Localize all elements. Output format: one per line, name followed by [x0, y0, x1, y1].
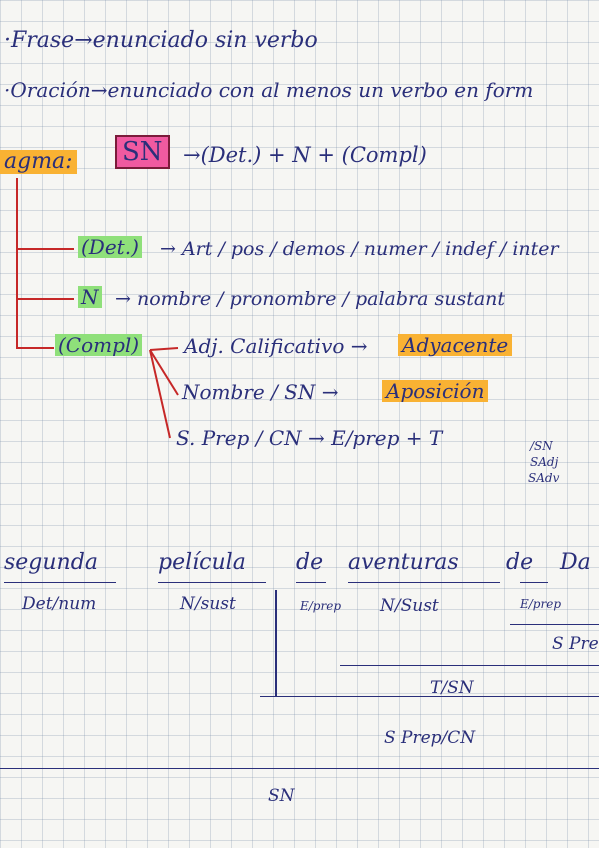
- tag-5: E/prep: [520, 597, 562, 611]
- nombre-result: Aposición: [382, 380, 489, 402]
- sintagma-label: agma:: [0, 150, 77, 174]
- def-oracion: ·Oración→enunciado con al menos un verbo…: [4, 78, 534, 102]
- branch-det: [16, 248, 74, 250]
- tree-trunk: [16, 178, 18, 348]
- def-frase: ·Frase→enunciado sin verbo: [4, 28, 318, 53]
- final-sn: SN: [268, 786, 295, 806]
- t-sub-sadj: SAdj: [530, 455, 559, 469]
- branch-compl: [16, 347, 54, 349]
- det-text: → Art / pos / demos / numer / indef / in…: [160, 238, 559, 260]
- tsn-line: [340, 665, 599, 666]
- tag-1: Det/num: [22, 594, 97, 614]
- underline-3: [296, 582, 326, 583]
- sn-box: SN: [115, 135, 170, 169]
- word-2: película: [158, 550, 246, 575]
- sprep-cn: S Prep/CN: [384, 728, 476, 748]
- compl-adj: Adj. Calificativo →: [184, 334, 368, 358]
- compl-label: (Compl): [55, 334, 143, 356]
- vertical-divider: [275, 590, 277, 696]
- tag-2: N/sust: [180, 594, 236, 614]
- underline-2: [158, 582, 266, 583]
- word-4: aventuras: [348, 550, 459, 575]
- t-sub-sn: /SN: [530, 439, 553, 453]
- sprep-partial-line: [510, 624, 599, 625]
- word-3: de: [296, 550, 324, 575]
- branch-n: [16, 298, 74, 300]
- compl-nombre: Nombre / SN →: [182, 380, 339, 404]
- compl-sprep: S. Prep / CN → E/prep + T: [176, 426, 443, 450]
- t-sub-sadv: SAdv: [528, 471, 560, 485]
- sprep-cn-line: [260, 696, 599, 697]
- word-5: de: [506, 550, 534, 575]
- tag-4: N/Sust: [380, 596, 439, 616]
- det-label: (Det.): [78, 236, 142, 258]
- n-text: → nombre / pronombre / palabra sustant: [115, 288, 506, 310]
- adj-result: Adyacente: [398, 334, 513, 356]
- t-sn: T/SN: [430, 678, 474, 698]
- n-label: N: [78, 286, 102, 308]
- tag-3: E/prep: [300, 599, 342, 613]
- word-1: segunda: [4, 550, 98, 575]
- underline-1: [4, 582, 116, 583]
- sn-line: [0, 768, 599, 769]
- word-6: Da: [560, 550, 591, 575]
- sprep-partial: S Pre: [552, 634, 599, 654]
- underline-4: [348, 582, 500, 583]
- underline-5: [520, 582, 548, 583]
- sintagma-formula: →(Det.) + N + (Compl): [183, 143, 427, 167]
